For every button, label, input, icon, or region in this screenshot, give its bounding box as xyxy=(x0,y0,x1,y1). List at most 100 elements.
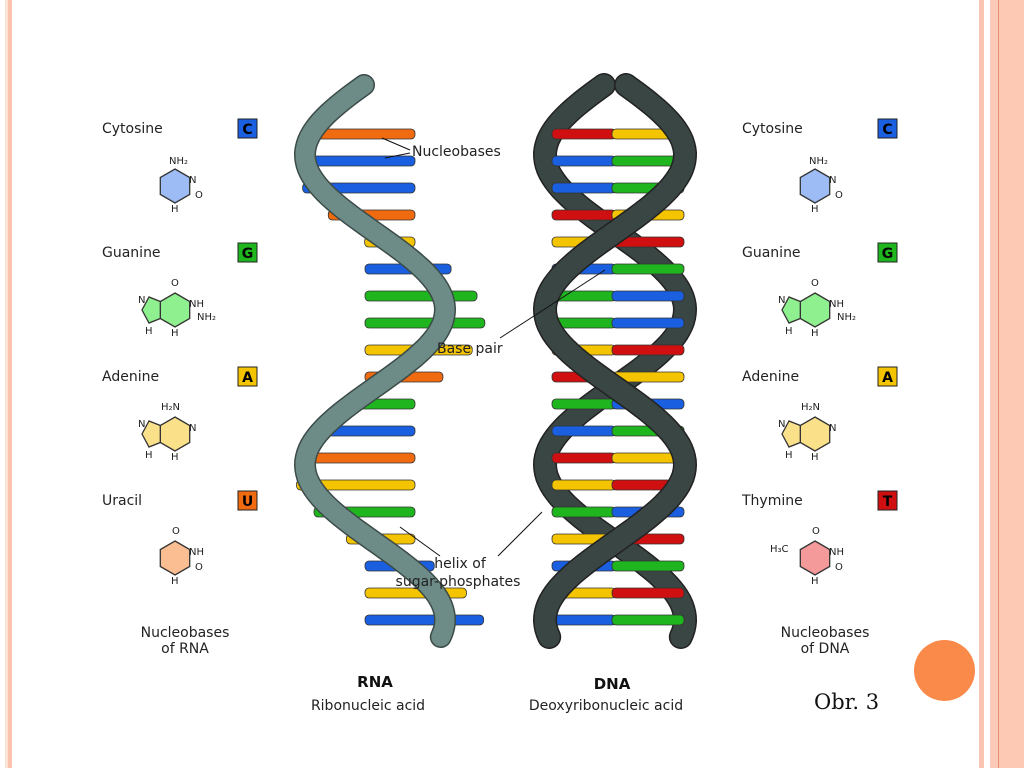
base-name: Adenine xyxy=(742,369,799,385)
base-pair-annotation: Base pair xyxy=(437,341,503,357)
atom-label: H xyxy=(811,328,819,339)
dna-nucleobase xyxy=(551,209,617,221)
rna-caption-line1: Nucleobases xyxy=(141,625,230,641)
molecule-ring xyxy=(159,416,191,452)
molecule-ring xyxy=(781,420,801,448)
base-name: Adenine xyxy=(102,369,159,385)
atom-label: H₂N xyxy=(161,402,180,413)
left-border-light xyxy=(5,0,8,768)
atom-label: N xyxy=(778,295,785,306)
base-letter-box xyxy=(237,490,258,511)
atom-label: H xyxy=(171,576,179,587)
base-letter: G xyxy=(882,246,894,262)
atom-label: NH₂ xyxy=(169,156,188,167)
base-name: Guanine xyxy=(742,245,801,261)
molecule-ring xyxy=(141,420,161,448)
atom-label: H xyxy=(785,326,793,337)
rna-nucleobase xyxy=(296,479,416,491)
base-letter-box xyxy=(237,242,258,263)
right-border-line xyxy=(998,0,999,768)
atom-label: O xyxy=(195,190,203,201)
atom-label: NH xyxy=(829,299,844,310)
annotation-arrow xyxy=(499,269,606,339)
dna-nucleobase xyxy=(611,263,685,275)
atom-label: NH₂ xyxy=(197,312,216,323)
atom-label: O xyxy=(195,562,203,573)
dna-nucleobase xyxy=(551,128,617,140)
base-letter-box xyxy=(237,366,258,387)
base-name: Guanine xyxy=(102,245,161,261)
molecule-ring xyxy=(799,292,831,328)
base-letter-box xyxy=(237,118,258,139)
rna-nucleobase xyxy=(364,317,486,329)
base-letter: U xyxy=(242,494,253,510)
left-border xyxy=(8,0,12,768)
atom-label: H xyxy=(811,452,819,463)
dna-nucleobase xyxy=(551,398,617,410)
dna-nucleobase xyxy=(611,290,685,302)
dna-nucleobase xyxy=(611,317,685,329)
figure-label: Obr. 3 xyxy=(814,690,880,714)
atom-label: H xyxy=(785,450,793,461)
atom-label: O xyxy=(812,526,820,537)
right-border-2 xyxy=(990,0,998,768)
molecule-ring xyxy=(781,296,801,324)
base-letter-box xyxy=(877,242,898,263)
dna-caption-line1: Nucleobases xyxy=(781,625,870,641)
annotation-arrow xyxy=(497,511,543,557)
atom-label: O xyxy=(835,562,843,573)
rna-nucleobase xyxy=(364,290,478,302)
atom-label: O xyxy=(172,526,180,537)
atom-label: NH₂ xyxy=(837,312,856,323)
atom-label: NH xyxy=(829,547,844,558)
base-letter: T xyxy=(883,494,893,510)
rna-sugar-phosphate-backbone xyxy=(295,75,455,647)
atom-label: NH xyxy=(189,547,204,558)
atom-label: NH xyxy=(189,299,204,310)
dna-nucleobase xyxy=(551,452,617,464)
dna-helix xyxy=(532,73,698,649)
molecule-ring xyxy=(799,168,831,204)
atom-label: O xyxy=(811,278,819,289)
atom-label: N xyxy=(778,419,785,430)
dna-nucleobase xyxy=(611,587,685,599)
dna-title: DNA xyxy=(594,675,631,693)
rna-nucleobase xyxy=(364,614,485,626)
molecule-ring xyxy=(159,540,191,576)
rna-caption-line2: of RNA xyxy=(161,641,209,657)
dna-nucleobase xyxy=(611,560,685,572)
dna-nucleobase xyxy=(551,479,617,491)
dna-nucleobase xyxy=(611,614,685,626)
molecule-ring xyxy=(159,292,191,328)
base-letter-box xyxy=(877,118,898,139)
atom-label: H xyxy=(171,328,179,339)
annotation-arrow xyxy=(381,137,411,151)
rna-helix xyxy=(293,74,486,648)
atom-label: H xyxy=(811,576,819,587)
atom-label: O xyxy=(835,190,843,201)
base-letter: G xyxy=(242,246,254,262)
atom-label: O xyxy=(171,278,179,289)
molecule-ring xyxy=(141,296,161,324)
base-name: Cytosine xyxy=(742,121,803,137)
atom-label: N xyxy=(138,295,145,306)
atom-label: NH₂ xyxy=(809,156,828,167)
atom-label: H xyxy=(171,204,179,215)
base-name: Thymine xyxy=(741,493,803,509)
base-letter: C xyxy=(882,122,892,138)
atom-label: N xyxy=(189,175,196,186)
atom-label: H xyxy=(171,452,179,463)
right-border-3 xyxy=(999,0,1024,768)
dna-nucleobase xyxy=(551,614,617,626)
dna-nucleobase xyxy=(551,425,617,437)
base-letter-box xyxy=(877,490,898,511)
nucleobases-annotation: Nucleobases xyxy=(412,144,501,160)
decorative-circle xyxy=(914,640,975,701)
